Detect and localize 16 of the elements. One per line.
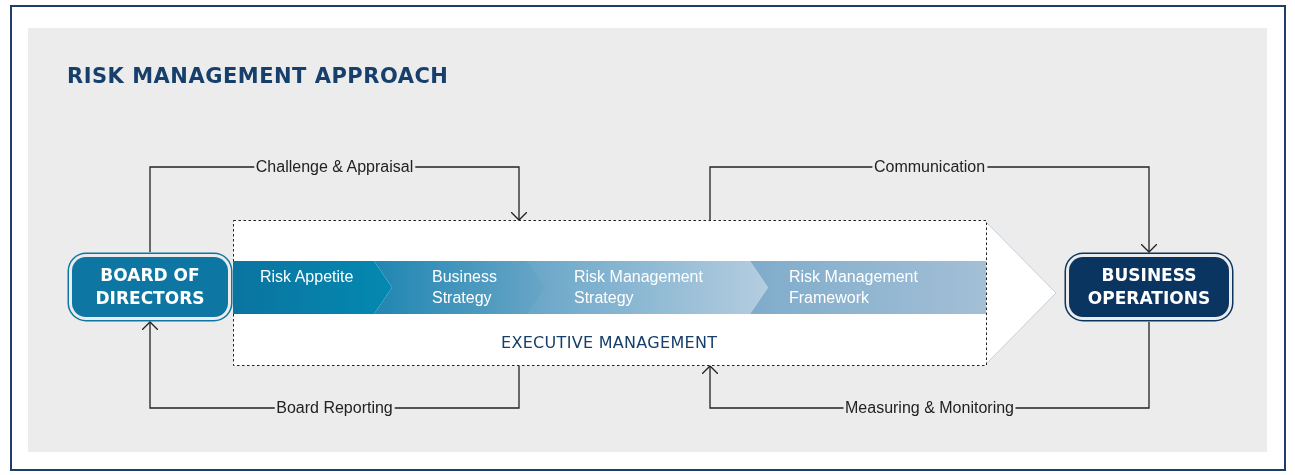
diagram-title: RISK MANAGEMENT APPROACH [67, 64, 449, 88]
executive-arrow-container [233, 220, 1057, 366]
edge-label: Challenge & Appraisal [253, 158, 416, 176]
chevron-step [374, 261, 547, 314]
node-label: Risk Management Framework [789, 267, 919, 308]
chevron-step [527, 261, 768, 314]
node-label: EXECUTIVE MANAGEMENT [501, 333, 718, 352]
node-label: BOARD OF DIRECTORS [94, 264, 206, 310]
node-label: Business Strategy [432, 267, 498, 308]
chevron-step [233, 261, 392, 314]
node-label: Risk Appetite [260, 267, 355, 287]
node-label: Risk Management Strategy [574, 267, 704, 308]
node-label: BUSINESS OPERATIONS [1086, 264, 1212, 310]
edge-label: Measuring & Monitoring [843, 399, 1016, 417]
edge-label: Board Reporting [274, 399, 395, 417]
chevron-step [750, 261, 986, 314]
